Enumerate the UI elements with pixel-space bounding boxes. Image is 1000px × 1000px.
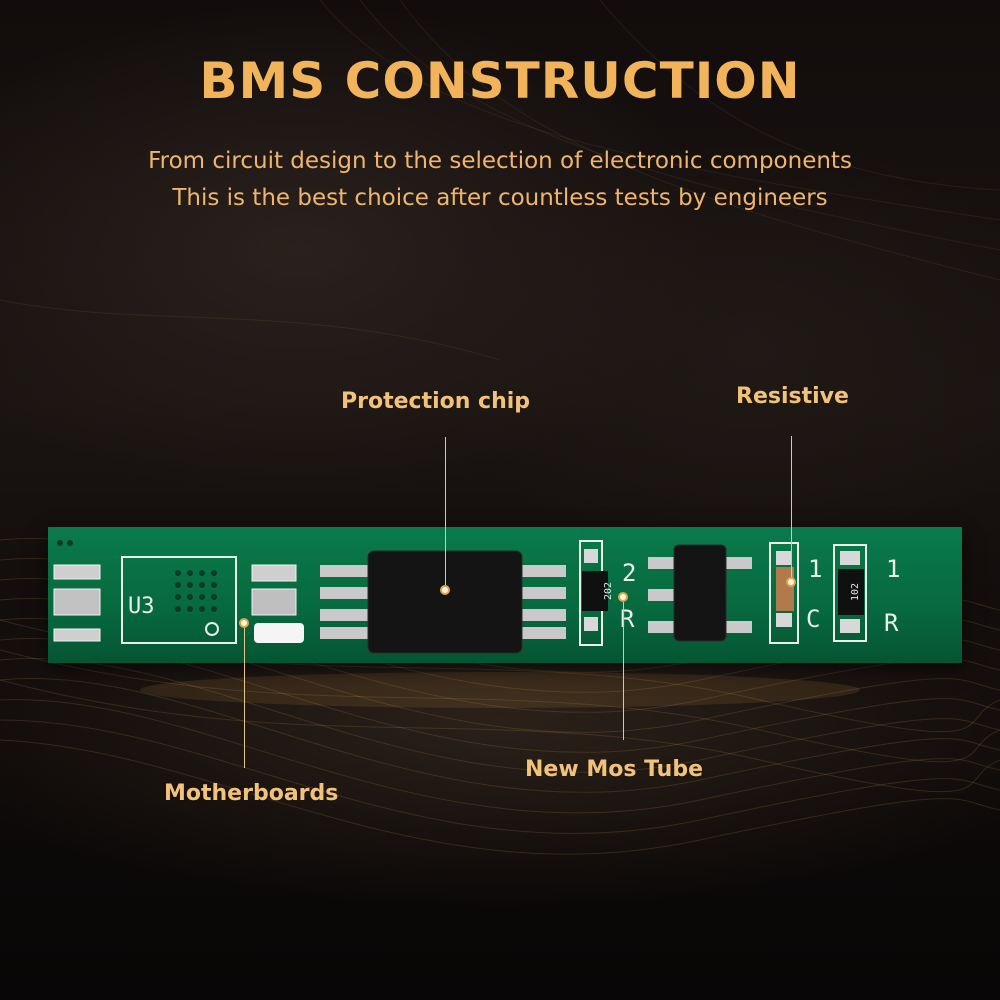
pcb-board: U3 <box>48 527 962 663</box>
silk-number-1b: 1 <box>886 555 900 583</box>
silk-number-1a: 1 <box>808 555 822 583</box>
callout-mos-tube: New Mos Tube <box>525 757 703 782</box>
marker-mos-tube <box>618 592 628 602</box>
resistor-102-marking: 102 <box>850 583 861 601</box>
callout-motherboards: Motherboards <box>164 781 339 806</box>
u3-marking: U3 <box>128 594 155 619</box>
silk-number-2: 2 <box>622 559 636 587</box>
leader-resistive <box>791 436 792 577</box>
marker-protection-chip <box>440 585 450 595</box>
callout-resistive: Resistive <box>736 384 849 409</box>
subtitle-line-1: From circuit design to the selection of … <box>148 148 852 174</box>
leader-protection-chip <box>445 437 446 585</box>
marker-resistive <box>786 577 796 587</box>
silk-letter-r2: R <box>884 609 899 637</box>
silk-letter-c: C <box>806 605 820 633</box>
marker-motherboards <box>239 618 249 628</box>
leader-motherboards <box>244 628 245 768</box>
callout-protection-chip: Protection chip <box>341 389 531 414</box>
subtitle-line-2: This is the best choice after countless … <box>172 185 828 211</box>
pcb-components: U3 <box>53 540 900 654</box>
leader-mos-tube <box>623 602 624 740</box>
resistor-202-marking: 202 <box>603 582 614 600</box>
page-title: BMS CONSTRUCTION <box>199 52 801 110</box>
